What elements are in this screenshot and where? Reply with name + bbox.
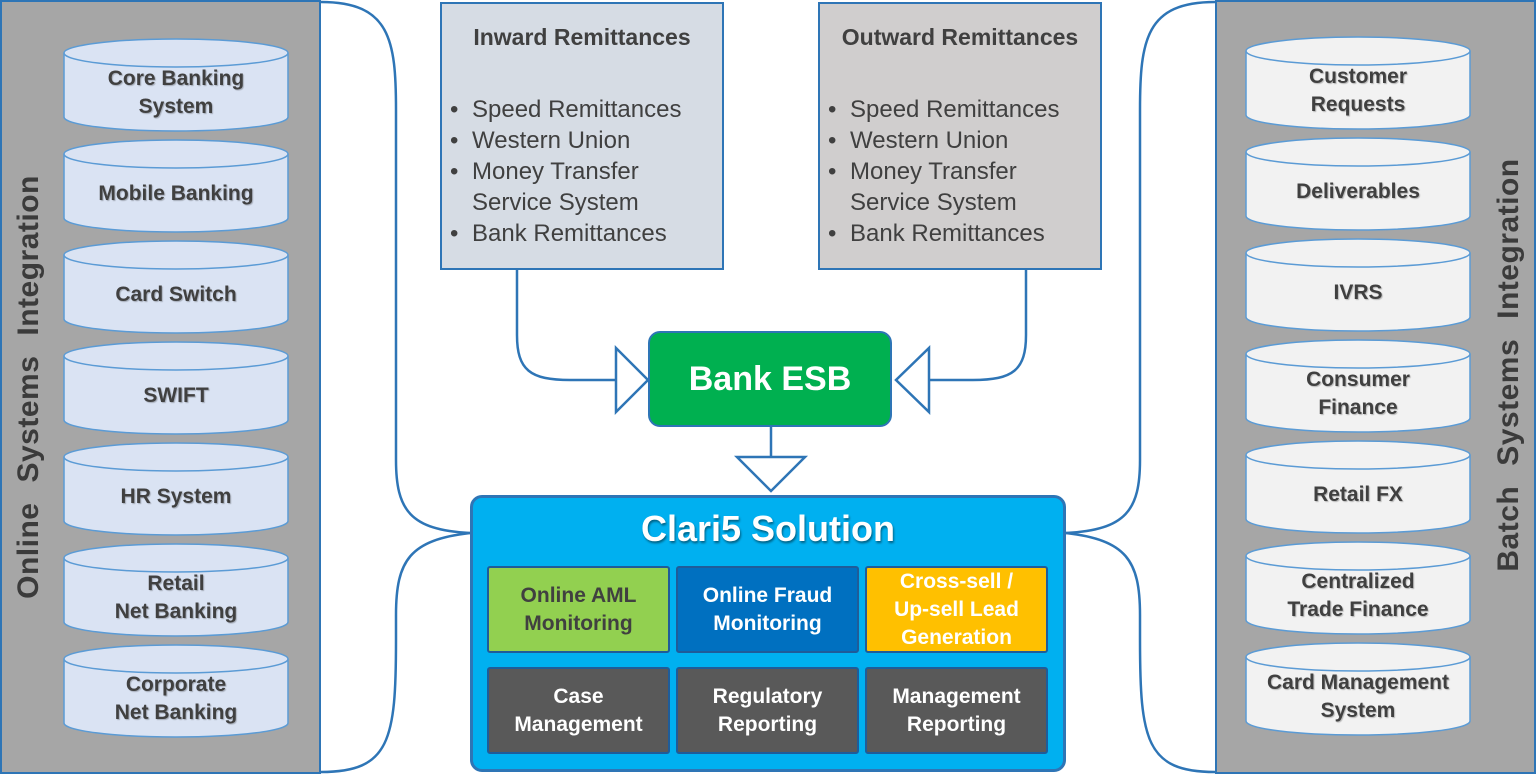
inward-remittances-box: Inward Remittances Speed Remittances Wes… — [440, 2, 724, 270]
cylinder-label: Retail FX — [1313, 483, 1403, 506]
cylinder-core-banking: Core Banking System — [63, 38, 289, 132]
cylinder-label: Card Switch — [115, 283, 237, 306]
cylinder-label: Customer Requests — [1308, 65, 1408, 116]
clari5-solution-title: Clari5 Solution — [640, 508, 896, 549]
left-upper-bracket — [320, 0, 471, 535]
cylinder-label: Centralized Trade Finance — [1287, 570, 1429, 621]
cylinder-swift: SWIFT — [63, 341, 289, 435]
cylinder-card-switch: Card Switch — [63, 240, 289, 334]
cylinder-label: Deliverables — [1296, 180, 1420, 203]
cylinder-retail-fx: Retail FX — [1245, 440, 1471, 534]
module-management-reporting: Management Reporting — [865, 667, 1048, 754]
list-item: Money Transfer Service System — [450, 156, 692, 218]
cylinder-customer-requests: Customer Requests — [1245, 36, 1471, 130]
outward-remittances-title: Outward Remittances — [841, 24, 1079, 50]
bank-esb-box: Bank ESB — [648, 331, 892, 427]
esb-down-arrowhead — [733, 455, 809, 493]
outward-arrowhead — [894, 345, 931, 415]
cylinder-corporate-net-banking: Corporate Net Banking — [63, 644, 289, 738]
title-word-systems: Systems — [12, 355, 45, 483]
batch-systems-integration-title: Batch Systems Integration — [1492, 158, 1526, 571]
inward-to-esb-line — [515, 270, 616, 382]
cylinder-label: Mobile Banking — [98, 182, 254, 205]
inward-remittances-title: Inward Remittances — [473, 24, 691, 50]
title-word-batch: Batch — [1492, 485, 1525, 572]
cylinder-label: Corporate Net Banking — [114, 673, 238, 724]
cylinder-label: Consumer Finance — [1306, 368, 1410, 419]
left-lower-bracket — [320, 531, 471, 774]
cylinder-consumer-finance: Consumer Finance — [1245, 339, 1471, 433]
list-item: Western Union — [450, 125, 692, 156]
cylinder-card-management-system: Card Management System — [1245, 642, 1471, 736]
list-item: Bank Remittances — [450, 218, 692, 249]
cylinder-label: HR System — [120, 485, 232, 508]
outward-to-esb-line — [929, 270, 1028, 382]
cylinder-label: Retail Net Banking — [114, 572, 238, 623]
inward-arrowhead — [614, 344, 650, 416]
list-item: Money Transfer Service System — [828, 156, 1070, 218]
right-lower-bracket — [1065, 531, 1216, 774]
module-online-aml-monitoring: Online AML Monitoring — [487, 566, 670, 653]
list-item: Bank Remittances — [828, 218, 1070, 249]
module-regulatory-reporting: Regulatory Reporting — [676, 667, 859, 754]
cylinder-centralized-trade-finance: Centralized Trade Finance — [1245, 541, 1471, 635]
cylinder-label: Card Management System — [1266, 671, 1450, 722]
list-item: Speed Remittances — [828, 94, 1070, 125]
cylinder-deliverables: Deliverables — [1245, 137, 1471, 231]
cylinder-label: Core Banking System — [107, 67, 245, 118]
right-upper-bracket — [1065, 0, 1216, 535]
cylinder-label: IVRS — [1333, 281, 1383, 304]
title-word-online: Online — [12, 502, 45, 599]
title-word-systems: Systems — [1492, 338, 1525, 466]
list-item: Western Union — [828, 125, 1070, 156]
cylinder-hr-system: HR System — [63, 442, 289, 536]
outward-remittances-box: Outward Remittances Speed Remittances We… — [818, 2, 1102, 270]
outward-remittances-list: Speed Remittances Western Union Money Tr… — [828, 94, 1070, 249]
module-online-fraud-monitoring: Online Fraud Monitoring — [676, 566, 859, 653]
module-case-management: Case Management — [487, 667, 670, 754]
module-cross-sell-lead-generation: Cross-sell / Up-sell Lead Generation — [865, 566, 1048, 653]
cylinder-retail-net-banking: Retail Net Banking — [63, 543, 289, 637]
inward-remittances-list: Speed Remittances Western Union Money Tr… — [450, 94, 692, 249]
list-item: Speed Remittances — [450, 94, 692, 125]
bank-esb-label: Bank ESB — [688, 359, 852, 398]
cylinder-ivrs: IVRS — [1245, 238, 1471, 332]
cylinder-label: SWIFT — [143, 384, 209, 407]
online-systems-integration-title: Online Systems Integration — [12, 175, 46, 599]
title-word-integration: Integration — [12, 175, 45, 336]
clari5-solution-box: Clari5 Solution Online AML Monitoring On… — [470, 495, 1066, 772]
title-word-integration: Integration — [1492, 158, 1525, 319]
cylinder-mobile-banking: Mobile Banking — [63, 139, 289, 233]
